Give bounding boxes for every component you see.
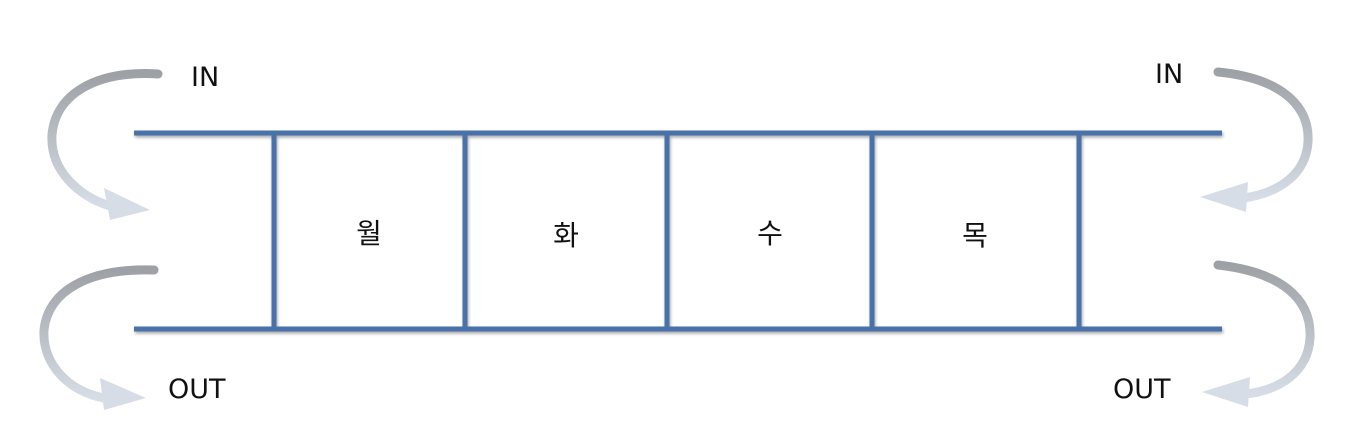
deque-cell-label: 수 xyxy=(757,217,783,250)
right-out-label: OUT xyxy=(1113,374,1171,405)
right-in-label: IN xyxy=(1155,59,1184,90)
left-in-arrow-icon xyxy=(47,69,163,220)
deque-rails xyxy=(134,130,1222,332)
left-out-arrow-icon xyxy=(39,265,159,410)
deque-cell-label: 화 xyxy=(553,219,579,252)
left-in-label: IN xyxy=(191,62,220,93)
deque-cell-label: 월 xyxy=(356,217,382,250)
left-out-label: OUT xyxy=(168,374,226,405)
deque-cell-label: 목 xyxy=(962,219,988,252)
right-out-arrow-icon xyxy=(1202,260,1315,407)
right-in-arrow-icon xyxy=(1200,67,1313,212)
